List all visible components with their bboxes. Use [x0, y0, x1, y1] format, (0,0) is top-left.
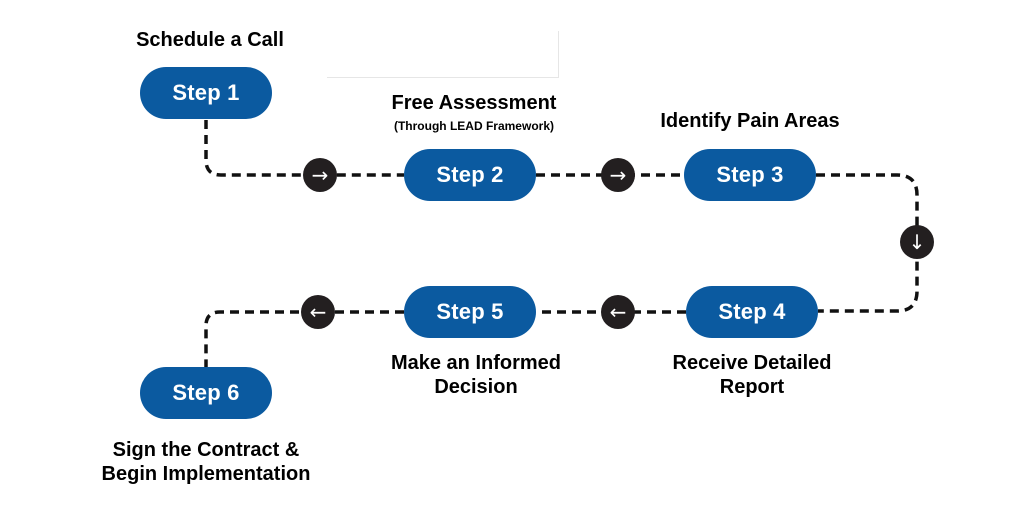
step-1-label: Step 1 — [172, 80, 240, 105]
step-4-caption: Receive Detailed Report — [672, 352, 832, 398]
arrow-right-icon: → — [601, 158, 635, 192]
arrow-left-icon: ← — [301, 295, 335, 329]
step-3-caption: Identify Pain Areas — [660, 110, 840, 132]
step-2-subcaption: (Through LEAD Framework) — [393, 119, 554, 133]
blank-frame — [327, 31, 559, 78]
step-5-label: Step 5 — [436, 299, 504, 324]
step-1-caption: Schedule a Call — [136, 29, 284, 51]
step-6-label: Step 6 — [172, 380, 240, 405]
step-2-pill: Step 2 — [404, 149, 536, 201]
connector-step1-step2 — [204, 120, 404, 177]
step-1-pill: Step 1 — [140, 67, 272, 119]
step-4-label: Step 4 — [718, 299, 786, 324]
step-3-pill: Step 3 — [684, 149, 816, 201]
step-2-caption: Free Assessment — [391, 92, 557, 114]
step-6-caption: Sign the Contract & Begin Implementation — [101, 439, 311, 485]
step-3-label: Step 3 — [716, 162, 784, 187]
step-2-label: Step 2 — [436, 162, 504, 187]
step-5-caption: Make an Informed Decision — [390, 352, 562, 398]
step-5-pill: Step 5 — [404, 286, 536, 338]
arrow-left-icon: ← — [601, 295, 635, 329]
step-6-pill: Step 6 — [140, 367, 272, 419]
connector-step3-step4 — [816, 173, 919, 313]
arrow-down-icon: ↓ — [900, 225, 934, 259]
connector-step5-step6 — [204, 310, 404, 367]
arrow-right-icon: → — [303, 158, 337, 192]
step-4-pill: Step 4 — [686, 286, 818, 338]
